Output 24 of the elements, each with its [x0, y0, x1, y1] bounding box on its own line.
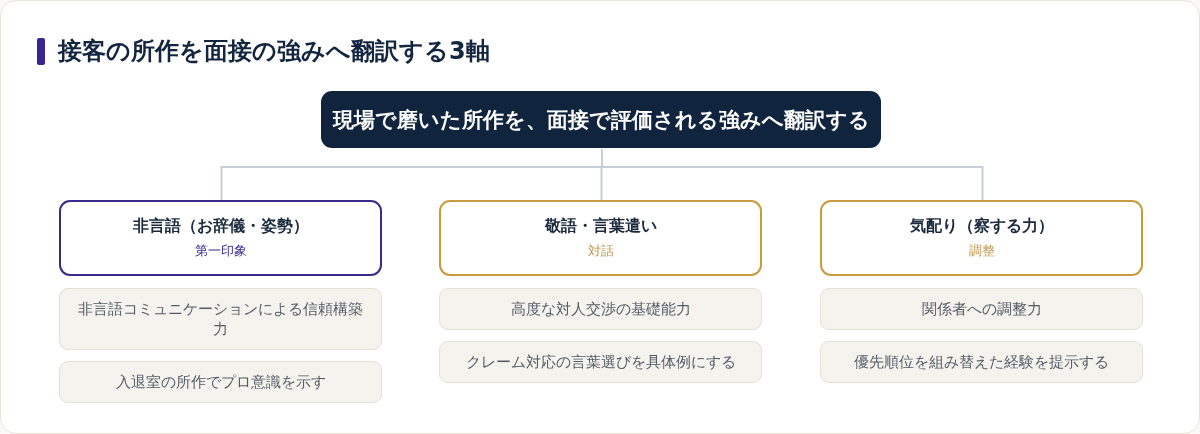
category-heading: 敬語・言葉遣い — [543, 215, 658, 237]
diagram-title: 接客の所作を面接の強みへ翻訳する3軸 — [58, 36, 490, 66]
item-text: 入退室の所作でプロ意識を示す — [114, 372, 327, 392]
item-box — [820, 341, 1143, 383]
category-heading: 非言語（お辞儀・姿勢） — [131, 215, 310, 237]
item-text: 非言語コミュニケーションによる信頼構築力 — [77, 299, 364, 339]
item-box — [59, 361, 382, 403]
item-text: 優先順位を組み替えた経験を提示する — [853, 352, 1110, 372]
main-message: 現場で磨いた所作を、面接で評価される強みへ翻訳する — [332, 106, 870, 134]
item-box — [59, 288, 382, 350]
category-subtitle: 調整 — [967, 242, 996, 260]
category-heading: 気配り（察する力） — [908, 215, 1055, 237]
main-message-box — [321, 91, 881, 148]
category-box — [820, 200, 1143, 276]
item-box — [439, 288, 762, 330]
item-text: 高度な対人交渉の基礎能力 — [509, 299, 692, 319]
item-box — [439, 341, 762, 383]
item-box — [820, 288, 1143, 330]
category-subtitle: 第一印象 — [193, 242, 248, 260]
item-text: クレーム対応の言葉選びを具体例にする — [464, 352, 737, 372]
category-box — [439, 200, 762, 276]
category-box — [59, 200, 382, 276]
item-text: 関係者への調整力 — [920, 299, 1043, 319]
category-subtitle: 対話 — [586, 242, 615, 260]
